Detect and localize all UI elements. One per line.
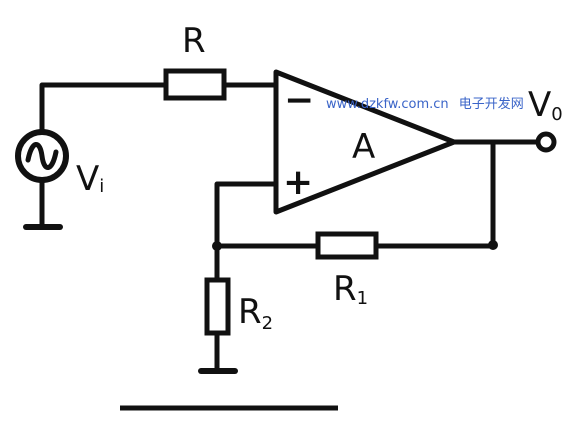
label-Vi-main: V (76, 159, 99, 199)
watermark-site: 电子开发网 (459, 96, 524, 112)
input-wire-group (39, 82, 279, 229)
wire-noninverting-to-node (214, 181, 279, 249)
label-R1: R1 (333, 269, 368, 309)
label-Vi: Vi (76, 159, 104, 199)
label-inverting-sign: − (284, 80, 314, 121)
label-A: A (352, 127, 375, 167)
label-Vo: V0 (528, 85, 563, 125)
resistor-R2 (204, 277, 231, 336)
non-inverting-wire-group (214, 139, 541, 373)
label-R2-main: R (238, 292, 262, 332)
junction-dot-node (212, 241, 222, 251)
op-amp-triangle (273, 69, 457, 215)
label-R: R (182, 21, 206, 61)
resistor-R1 (315, 231, 379, 260)
label-Vi-sub: i (99, 176, 104, 197)
junction-dot-output (488, 240, 498, 250)
resistor-R (163, 68, 227, 101)
watermark-text: www.dzkfw.com.cn 电子开发网 (326, 96, 524, 112)
watermark-url: www.dzkfw.com.cn (326, 97, 449, 112)
sine-wave-icon (25, 142, 59, 170)
label-Vo-main: V (528, 85, 551, 125)
label-R1-sub: 1 (357, 288, 368, 309)
output-terminal (535, 131, 557, 153)
label-R1-main: R (333, 269, 357, 309)
wire-source-to-R (39, 82, 169, 133)
label-R2-sub: 2 (262, 313, 273, 334)
label-R2: R2 (238, 292, 273, 334)
label-Vo-sub: 0 (551, 104, 562, 125)
ac-source-symbol (15, 129, 69, 183)
ac-source-circle (15, 129, 69, 183)
label-noninverting-sign: + (283, 162, 313, 203)
